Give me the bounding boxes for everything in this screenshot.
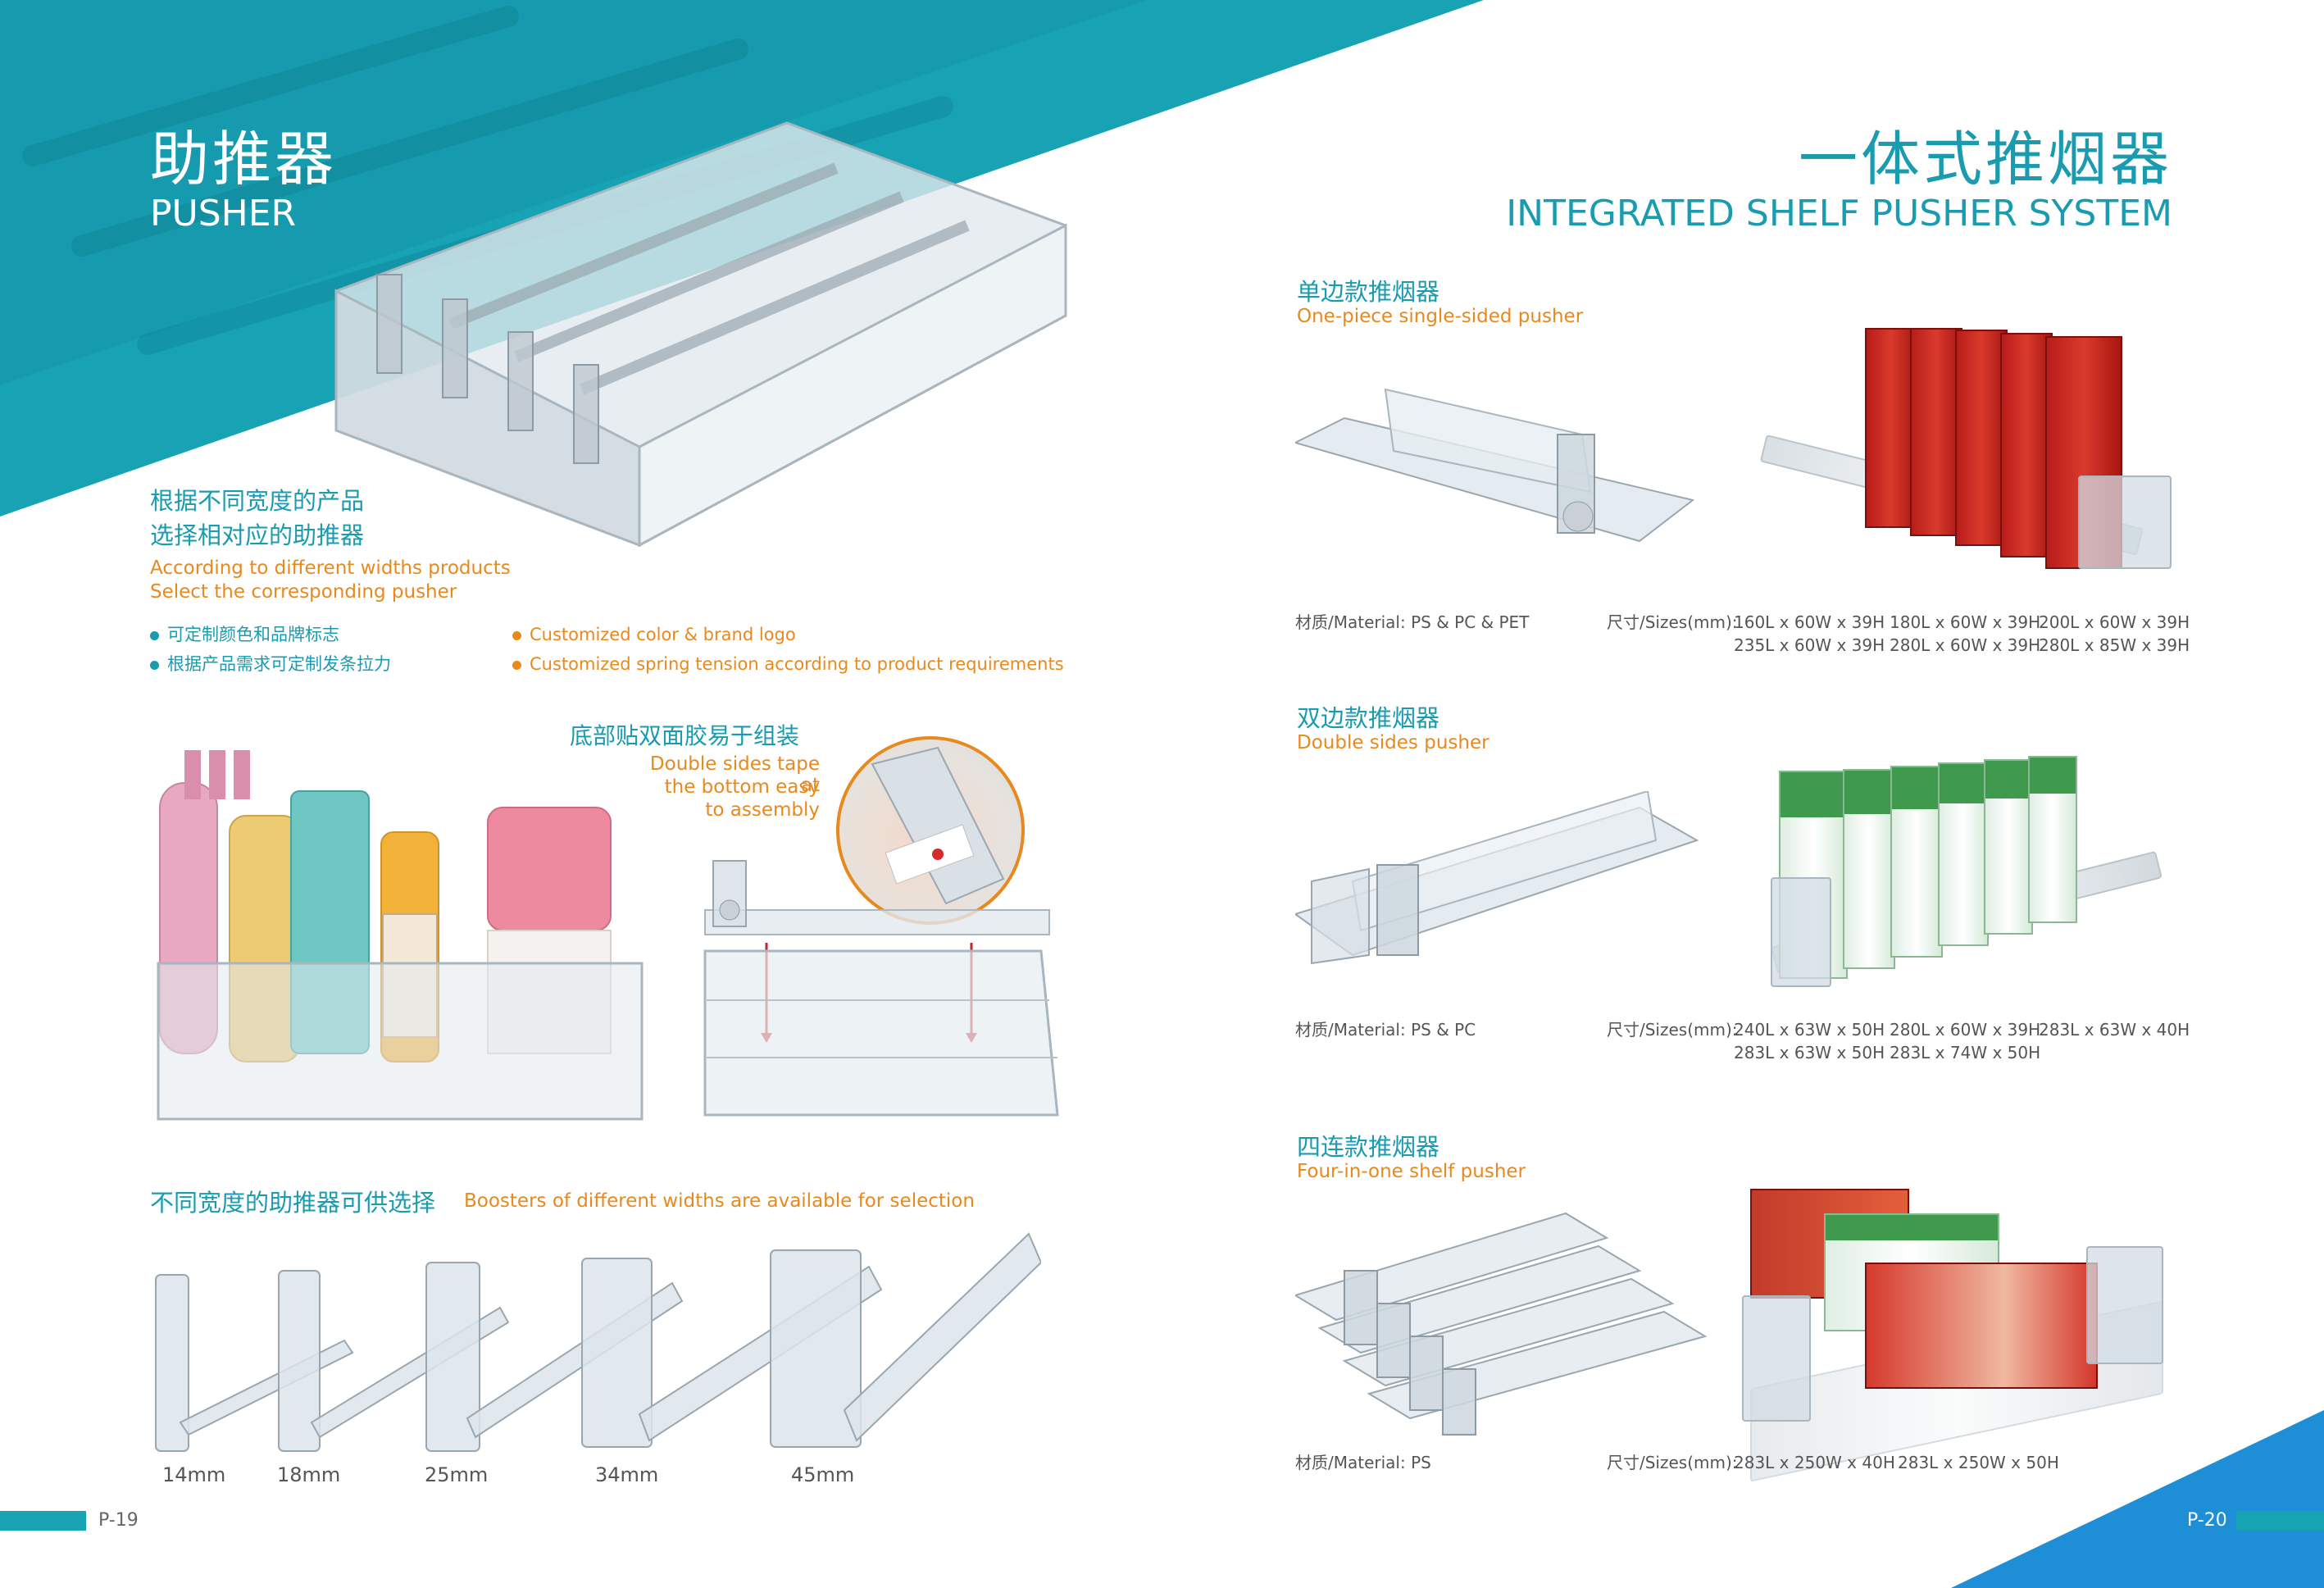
section1-size-4: 235L x 60W x 39H	[1734, 635, 1885, 655]
section1-size-3: 200L x 60W x 39H	[2039, 612, 2190, 632]
right-title-en: INTEGRATED SHELF PUSHER SYSTEM	[1506, 193, 2172, 234]
tape-en-3: to assembly	[705, 799, 820, 821]
bullet-cn-1-text: 可定制颜色和品牌标志	[167, 625, 339, 644]
section1-title-en: One-piece single-sided pusher	[1297, 306, 1584, 327]
page-number-left: P-19	[98, 1510, 139, 1531]
left-title-cn: 助推器	[150, 125, 338, 193]
section2-size-1: 240L x 63W x 50H	[1734, 1020, 1885, 1040]
page-number-right: P-20	[2187, 1510, 2227, 1531]
double-sided-with-packs-image	[1771, 754, 2172, 1000]
left-desc-cn-2: 选择相对应的助推器	[150, 521, 365, 549]
tape-closeup-circle	[836, 736, 1025, 925]
tape-en-2: the bottom easy	[664, 776, 820, 798]
section2-size-4: 283L x 63W x 50H	[1734, 1043, 1885, 1062]
single-sided-pusher-image	[1293, 377, 1697, 574]
bullet-en-1-text: Customized color & brand logo	[530, 625, 796, 644]
section1-material: 材质/Material: PS & PC & PET	[1295, 612, 1530, 632]
left-teal-band-shade	[0, 0, 1148, 385]
width-label-25: 25mm	[425, 1463, 489, 1486]
section2-material: 材质/Material: PS & PC	[1295, 1020, 1476, 1040]
right-blue-corner	[1951, 1410, 2324, 1588]
section3-size-2: 283L x 250W x 50H	[1898, 1453, 2059, 1472]
section2-title-en: Double sides pusher	[1297, 732, 1489, 753]
section1-sizes-label: 尺寸/Sizes(mm):	[1607, 612, 1738, 632]
bullet-en-2: Customized spring tension according to p…	[512, 649, 1064, 679]
pushers-width-lineup-image	[148, 1226, 1043, 1459]
section2-title-cn: 双边款推烟器	[1297, 704, 1440, 732]
tape-en-1: Double sides tape at	[649, 753, 820, 796]
bullet-cn-1: 可定制颜色和品牌标志	[150, 620, 339, 649]
section2-sizes-label: 尺寸/Sizes(mm):	[1607, 1020, 1738, 1040]
section2-size-2: 280L x 60W x 39H	[1890, 1020, 2041, 1040]
section3-title-en: Four-in-one shelf pusher	[1297, 1161, 1526, 1182]
four-in-one-pusher-image	[1293, 1205, 1721, 1443]
section1-title-cn: 单边款推烟器	[1297, 278, 1440, 306]
widths-title-cn: 不同宽度的助推器可供选择	[150, 1189, 436, 1217]
section1-size-5: 280L x 60W x 39H	[1890, 635, 2041, 655]
pusher-tray-image	[328, 119, 1082, 578]
right-title-cn: 一体式推烟器	[1798, 125, 2172, 193]
width-label-34: 34mm	[595, 1463, 659, 1486]
four-in-one-with-packs-image	[1742, 1181, 2176, 1482]
section2-size-3: 283L x 63W x 40H	[2039, 1020, 2190, 1040]
cosmetics-tray-image	[152, 742, 652, 1131]
bullet-dot	[512, 660, 521, 670]
section2-size-5: 283L x 74W x 50H	[1890, 1043, 2041, 1062]
widths-title-en: Boosters of different widths are availab…	[464, 1190, 975, 1212]
bullet-cn-2-text: 根据产品需求可定制发条拉力	[167, 654, 391, 674]
assembly-diagram-image	[697, 836, 1066, 1131]
bullet-dot	[150, 630, 159, 640]
section1-size-2: 180L x 60W x 39H	[1890, 612, 2041, 632]
section3-material: 材质/Material: PS	[1295, 1453, 1431, 1472]
section1-size-1: 160L x 60W x 39H	[1734, 612, 1885, 632]
left-desc-cn-1: 根据不同宽度的产品	[150, 487, 365, 515]
width-label-14: 14mm	[162, 1463, 226, 1486]
section3-title-cn: 四连款推烟器	[1297, 1133, 1440, 1161]
left-desc-en-1: According to different widths products	[150, 557, 511, 579]
section3-sizes-label: 尺寸/Sizes(mm):	[1607, 1453, 1738, 1472]
width-label-18: 18mm	[277, 1463, 341, 1486]
left-desc-en-2: Select the corresponding pusher	[150, 581, 457, 603]
double-sided-pusher-image	[1293, 789, 1701, 988]
bullet-cn-2: 根据产品需求可定制发条拉力	[150, 649, 391, 679]
bullet-dot	[150, 660, 159, 670]
section3-size-1: 283L x 250W x 40H	[1734, 1453, 1895, 1472]
left-title-en: PUSHER	[150, 193, 297, 234]
single-sided-with-packs-image	[1759, 312, 2172, 582]
section1-size-6: 280L x 85W x 39H	[2039, 635, 2190, 655]
width-label-45: 45mm	[791, 1463, 855, 1486]
page-bar-right	[2236, 1511, 2324, 1531]
bullet-en-1: Customized color & brand logo	[512, 620, 796, 649]
bullet-en-2-text: Customized spring tension according to p…	[530, 654, 1064, 674]
page-bar-left	[0, 1511, 86, 1531]
bullet-dot	[512, 630, 521, 640]
tape-title-cn: 底部贴双面胶易于组装	[570, 722, 800, 749]
